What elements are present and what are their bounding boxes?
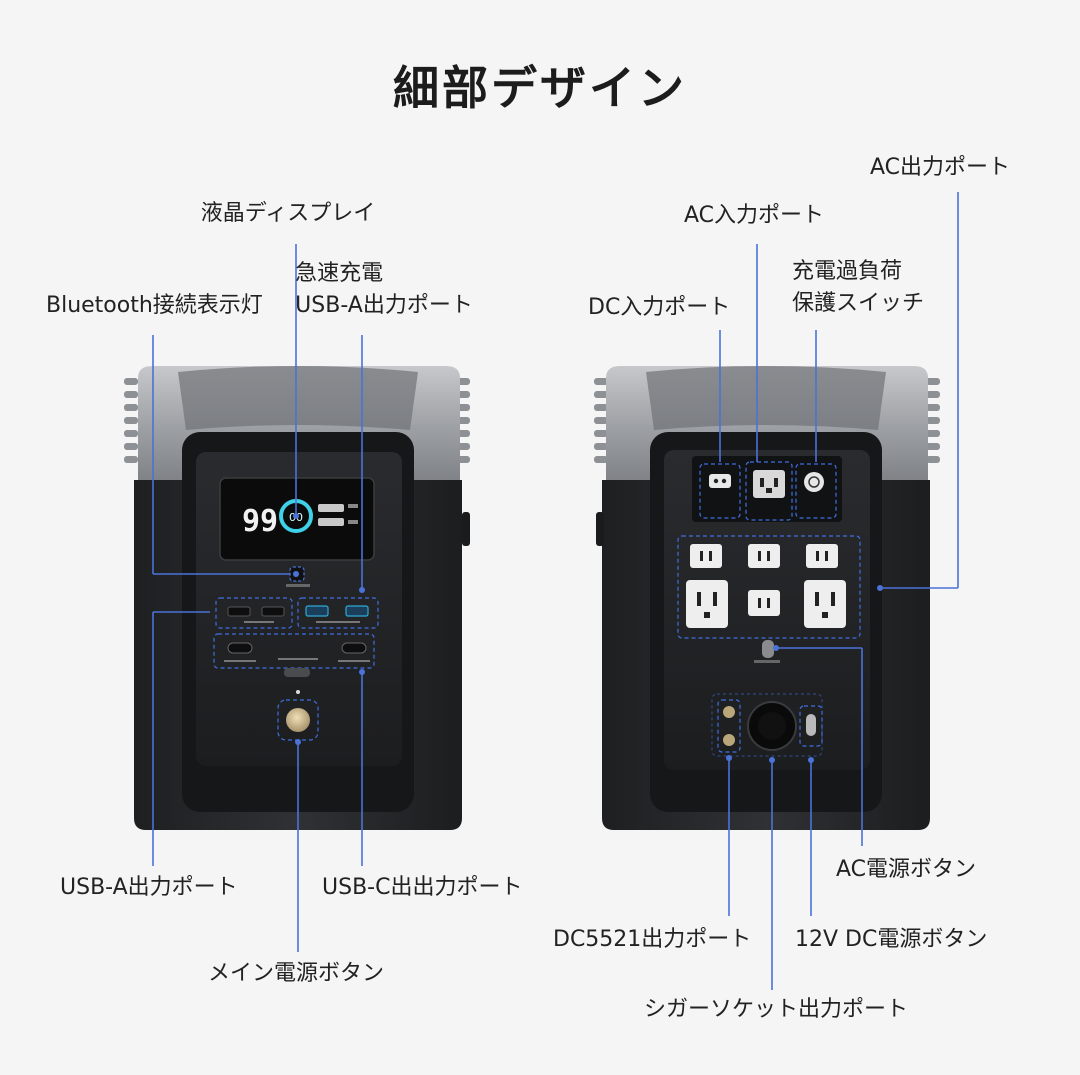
front-unit: 99 00 [124, 366, 470, 830]
label-fast-usb-a: 急速充電 USB-A出力ポート [295, 258, 473, 322]
label-usb-c-output: USB-C出出力ポート [322, 875, 523, 900]
label-ac-input: AC入力ポート [684, 203, 825, 228]
label-12v-dc-button: 12V DC電源ボタン [795, 927, 988, 952]
label-ac-power-button: AC電源ボタン [836, 857, 977, 882]
leader-lines [152, 192, 959, 990]
label-bluetooth-indicator: Bluetooth接続表示灯 [46, 293, 263, 318]
label-cigarette-output: シガーソケット出力ポート [644, 997, 909, 1022]
fast-usb-a-port-group [297, 597, 379, 629]
rear-unit [594, 366, 940, 830]
label-fast-usb-a-line1: 急速充電 [295, 261, 384, 286]
label-overload-switch: 充電過負荷 保護スイッチ [792, 256, 924, 320]
label-main-power-button: メイン電源ボタン [208, 961, 385, 986]
screen-value: 99 [242, 504, 278, 539]
left-fins [124, 378, 138, 463]
label-dc5521-output: DC5521出力ポート [553, 927, 752, 952]
label-dc-input: DC入力ポート [588, 295, 731, 320]
label-usb-a-output: USB-A出力ポート [60, 875, 238, 900]
label-lcd-display: 液晶ディスプレイ [200, 201, 376, 226]
usb-a-port-group [215, 597, 293, 629]
label-overload-line1: 充電過負荷 [792, 259, 903, 284]
label-overload-line2: 保護スイッチ [792, 290, 925, 316]
label-fast-usb-a-line2: USB-A出力ポート [295, 292, 473, 318]
label-ac-output: AC出力ポート [870, 155, 1011, 180]
page-title: 細部デザイン [393, 61, 687, 115]
